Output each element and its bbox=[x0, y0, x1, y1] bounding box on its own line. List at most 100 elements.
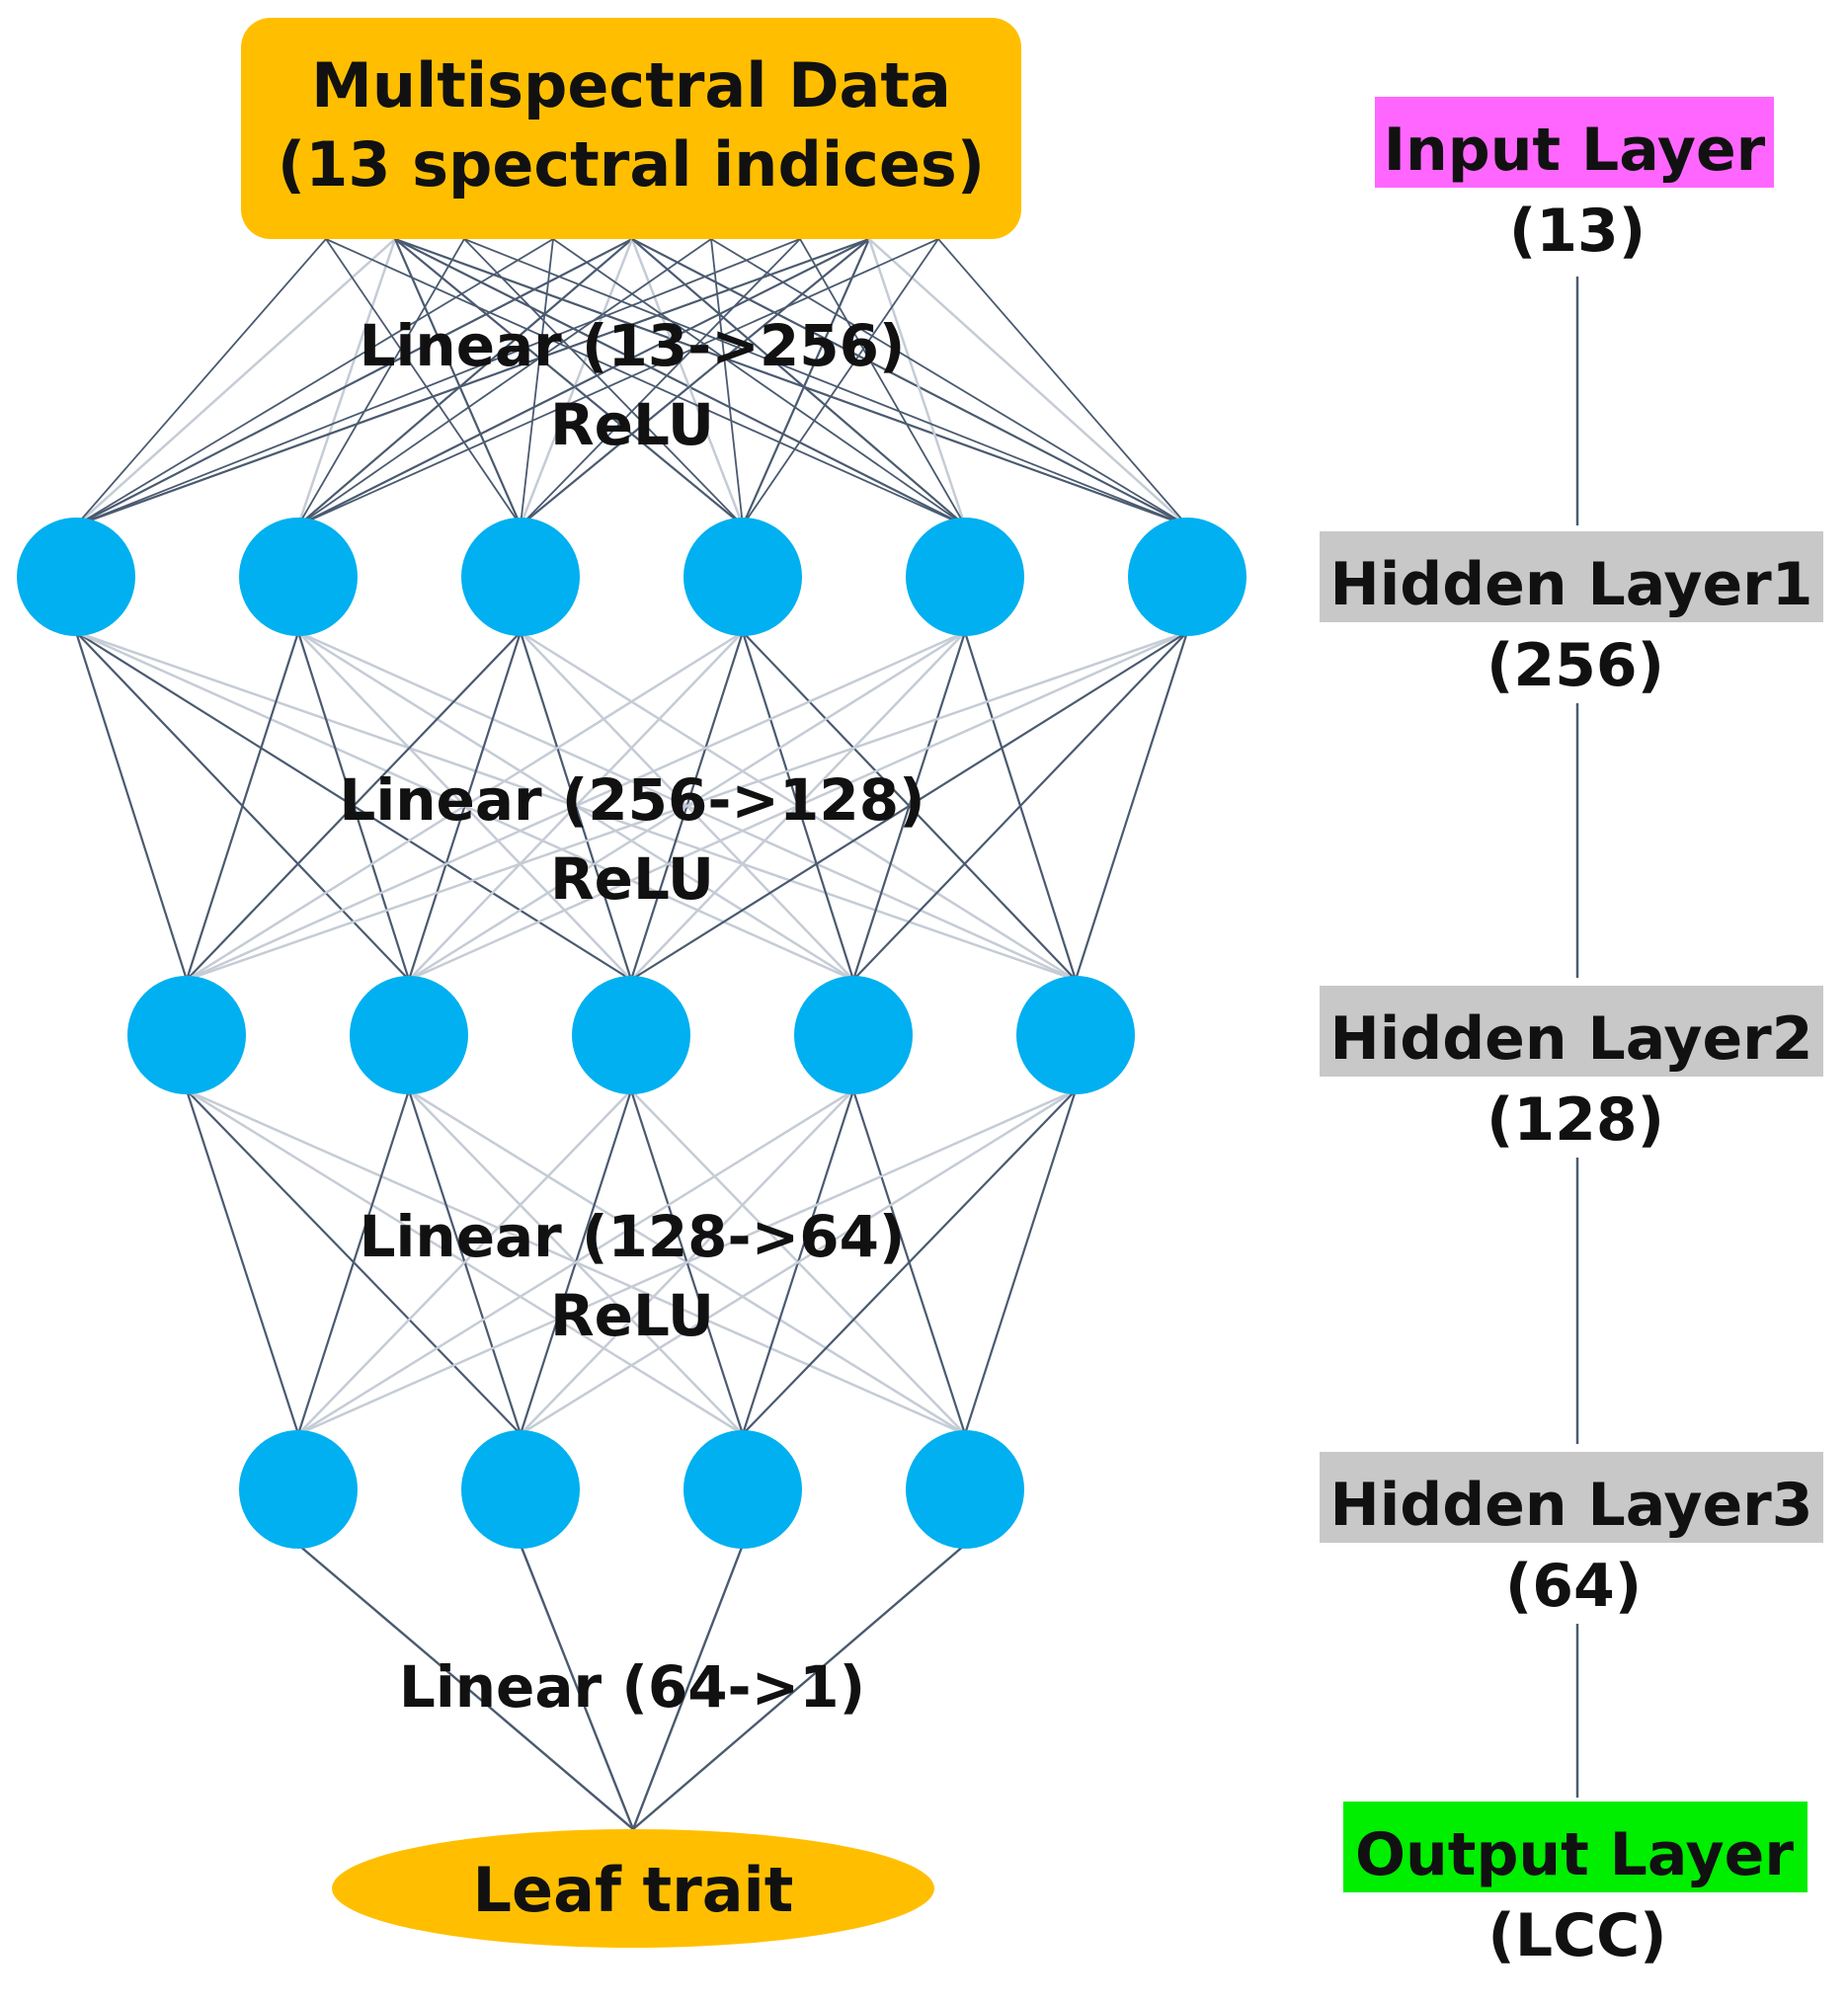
connection-edge bbox=[297, 1088, 854, 1436]
neuron-nodes bbox=[17, 518, 1246, 1549]
legend-hidden-layer1-title: Hidden Layer1 bbox=[1330, 550, 1813, 619]
neuron-node-layer3-3 bbox=[683, 1430, 802, 1549]
connection-edge bbox=[297, 238, 465, 526]
connection-edge bbox=[742, 238, 939, 526]
legend-input-layer-tag bbox=[1375, 97, 1774, 188]
connection-edge bbox=[631, 1544, 745, 1830]
connection-edge bbox=[75, 238, 633, 526]
connection-edge bbox=[710, 238, 744, 526]
connection-edge bbox=[394, 238, 966, 526]
connection-edge bbox=[710, 238, 1188, 526]
connection-edge bbox=[742, 1089, 1077, 1435]
connection-edge bbox=[296, 238, 397, 526]
transition-3-linear-label: Linear (128->64) bbox=[360, 1203, 906, 1270]
connection-edge bbox=[463, 238, 1188, 526]
input-box-subtitle: (13 spectral indices) bbox=[278, 128, 985, 200]
connection-edge bbox=[75, 238, 801, 526]
legend-output-layer-title: Output Layer bbox=[1355, 1820, 1794, 1889]
connection-edges bbox=[74, 237, 1189, 1830]
connection-edge bbox=[630, 238, 745, 526]
legend-input-layer-size: (13) bbox=[1509, 197, 1646, 266]
connection-edge bbox=[394, 238, 744, 526]
neuron-node-layer2-5 bbox=[1016, 976, 1135, 1094]
neuron-node-layer2-1 bbox=[127, 976, 246, 1094]
connection-edge bbox=[741, 238, 871, 526]
connection-edge bbox=[74, 631, 189, 981]
legend-hidden-layer2-tag bbox=[1320, 986, 1823, 1077]
transition-1-linear-label: Linear (13->256) bbox=[360, 312, 906, 379]
transition-3-activation-label: ReLU bbox=[550, 1282, 714, 1349]
connection-edge bbox=[867, 238, 967, 526]
neuron-node-layer3-2 bbox=[461, 1430, 580, 1549]
connection-edge bbox=[75, 237, 870, 527]
neuron-node-layer1-4 bbox=[683, 518, 802, 636]
connection-edge bbox=[1074, 631, 1189, 981]
connection-edge bbox=[631, 238, 966, 526]
neuron-node-layer2-4 bbox=[794, 976, 913, 1094]
connection-edge bbox=[297, 238, 712, 526]
connection-edge bbox=[408, 630, 1188, 982]
connection-edge bbox=[519, 238, 634, 526]
transition-2-activation-label: ReLU bbox=[550, 845, 714, 913]
legend-input-layer-title: Input Layer bbox=[1384, 116, 1766, 185]
connection-edge bbox=[297, 238, 939, 526]
connection-edge bbox=[75, 238, 396, 526]
connection-edge bbox=[463, 238, 744, 526]
connection-edge bbox=[393, 238, 522, 526]
legend-hidden-layer1-size: (256) bbox=[1486, 631, 1664, 700]
connection-edge bbox=[631, 238, 1188, 526]
connection-edge bbox=[297, 238, 633, 526]
connection-edge bbox=[297, 1089, 632, 1435]
legend-output-layer-tag bbox=[1343, 1802, 1808, 1892]
transition-2-linear-label: Linear (256->128) bbox=[339, 766, 924, 834]
connection-edge bbox=[186, 630, 1188, 982]
input-box-shape bbox=[241, 18, 1021, 239]
connection-edge bbox=[868, 238, 1188, 526]
connection-edge bbox=[520, 238, 801, 526]
legend-hidden-layer1-tag bbox=[1320, 531, 1823, 622]
transition-4-linear-label: Linear (64->1) bbox=[399, 1653, 865, 1721]
neuron-node-layer1-3 bbox=[461, 518, 580, 636]
transition-1-activation-label: ReLU bbox=[550, 391, 714, 458]
connection-edge bbox=[552, 238, 966, 526]
legend-output-layer-size: (LCC) bbox=[1487, 1901, 1666, 1970]
legend-hidden-layer3-tag bbox=[1320, 1452, 1823, 1543]
connection-edge bbox=[519, 1544, 635, 1830]
connection-edge bbox=[520, 238, 554, 526]
connection-edge bbox=[185, 631, 300, 981]
input-data-box: Multispectral Data (13 spectral indices) bbox=[241, 18, 1021, 239]
connection-edge bbox=[186, 630, 744, 982]
connection-edge bbox=[297, 238, 870, 526]
neuron-node-layer1-6 bbox=[1128, 518, 1246, 636]
connection-edge bbox=[325, 238, 522, 526]
legend-hidden-layer2-title: Hidden Layer2 bbox=[1330, 1004, 1813, 1074]
layer-legend: Input Layer (13) Hidden Layer1 (256) Hid… bbox=[1320, 97, 1823, 1970]
connection-edge bbox=[520, 238, 870, 526]
connection-edge bbox=[394, 237, 1188, 527]
output-node-label: Leaf trait bbox=[473, 1854, 794, 1926]
connection-edge bbox=[75, 238, 554, 526]
neuron-node-layer1-1 bbox=[17, 518, 135, 636]
transition-labels: Linear (13->256) ReLU Linear (256->128) … bbox=[339, 312, 924, 1721]
connection-edge bbox=[937, 238, 1188, 526]
connection-edge bbox=[630, 631, 1188, 981]
connection-edge bbox=[520, 1088, 1077, 1436]
neuron-node-layer2-2 bbox=[350, 976, 468, 1094]
connection-edge bbox=[963, 1089, 1078, 1435]
connection-edge bbox=[325, 238, 966, 526]
connection-edge bbox=[186, 631, 522, 981]
legend-hidden-layer2-size: (128) bbox=[1486, 1085, 1664, 1155]
neuron-node-layer3-1 bbox=[239, 1430, 358, 1549]
output-node: Leaf trait bbox=[332, 1829, 934, 1948]
connection-edge bbox=[632, 1544, 966, 1830]
connection-edge bbox=[186, 630, 966, 982]
connection-edge bbox=[185, 1089, 300, 1435]
connection-edge bbox=[296, 1089, 411, 1435]
input-box-title: Multispectral Data bbox=[311, 49, 951, 121]
neuron-node-layer1-2 bbox=[239, 518, 358, 636]
connection-edge bbox=[297, 1088, 1077, 1436]
legend-hidden-layer3-size: (64) bbox=[1505, 1552, 1642, 1621]
connection-edge bbox=[799, 238, 966, 526]
neuron-node-layer1-5 bbox=[906, 518, 1024, 636]
